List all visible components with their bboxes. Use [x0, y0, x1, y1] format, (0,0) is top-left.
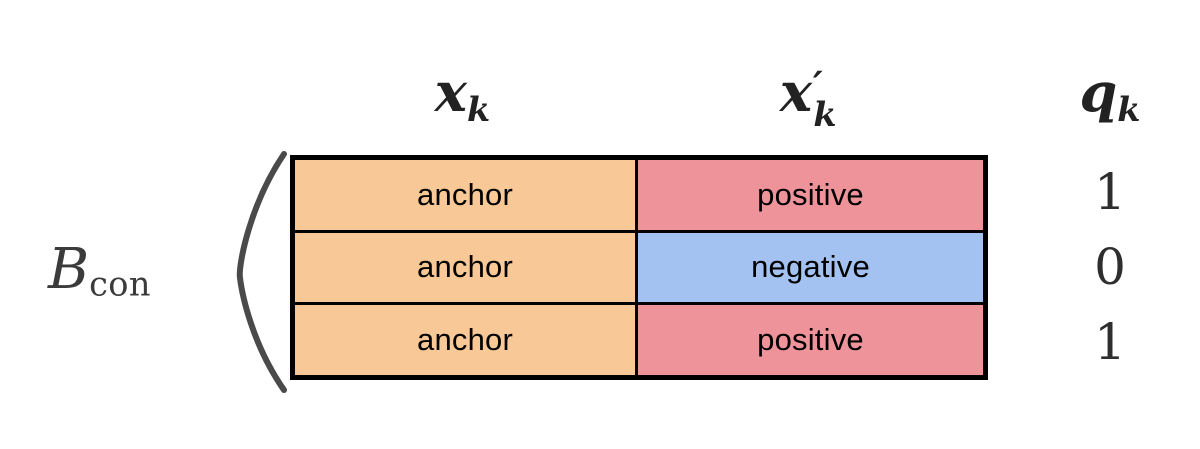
table-row: anchor negative — [291, 229, 987, 306]
cell-anchor: anchor — [291, 156, 638, 233]
left-parenthesis-icon — [236, 151, 287, 393]
cell-pair: positive — [635, 156, 987, 233]
cell-pair: positive — [635, 302, 987, 379]
column-header-q-k: qk — [1040, 44, 1180, 140]
cell-anchor: anchor — [291, 302, 638, 379]
header-xprime-subscript: k — [813, 95, 837, 135]
header-q-base: q — [1079, 60, 1118, 124]
q-values-column: 1 0 1 — [1040, 155, 1180, 380]
contrastive-pairs-table: anchor positive anchor negative anchor p… — [290, 155, 988, 380]
table-row: anchor positive — [291, 156, 987, 233]
table-row: anchor positive — [291, 302, 987, 379]
q-value: 1 — [1094, 163, 1126, 221]
column-header-x-prime-k: x′k — [635, 44, 985, 140]
cell-pair: negative — [635, 229, 987, 306]
q-value: 0 — [1094, 238, 1126, 296]
header-x-base: x — [434, 60, 467, 124]
column-header-x-k: xk — [290, 44, 635, 140]
header-xprime-stack: ′k — [812, 57, 840, 134]
batch-label-subscript: con — [89, 264, 151, 304]
batch-label-base: B — [48, 237, 90, 302]
cell-anchor: anchor — [291, 229, 638, 306]
header-q-subscript: k — [1117, 90, 1141, 130]
header-xprime-base: x — [779, 60, 813, 124]
q-value: 1 — [1094, 313, 1126, 371]
batch-label-b-con: Bcon — [48, 225, 151, 315]
prime-glyph: ′ — [812, 62, 823, 107]
header-x-subscript: k — [467, 90, 491, 130]
